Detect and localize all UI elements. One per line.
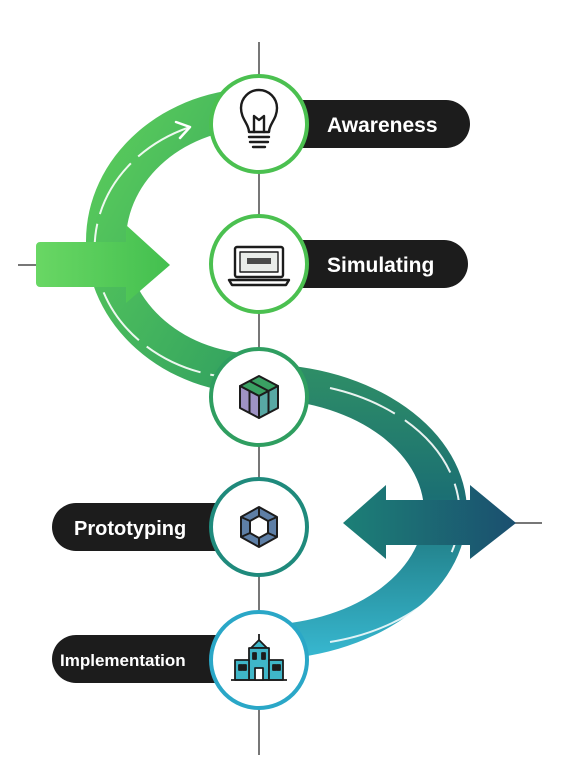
label-implementation: Implementation: [60, 651, 186, 670]
node-awareness: [209, 74, 309, 174]
node-cube: [209, 347, 309, 447]
pill-simulating: Simulating: [278, 240, 468, 288]
cube-icon: [239, 375, 279, 419]
left-arrow: [36, 225, 170, 303]
node-prototyping: [209, 477, 309, 577]
lightbulb-icon: [239, 88, 279, 149]
pill-implementation: Implementation: [52, 635, 250, 683]
label-prototyping: Prototyping: [74, 518, 186, 540]
upper-guide-arrowhead: [174, 120, 192, 140]
hexagon-ring-icon: [240, 506, 278, 548]
label-awareness: Awareness: [327, 114, 438, 137]
node-simulating: [209, 214, 309, 314]
label-simulating: Simulating: [327, 254, 434, 277]
building-icon: [231, 634, 287, 681]
pill-prototyping: Prototyping: [52, 503, 250, 551]
lower-arc-guide-2: [329, 589, 441, 643]
lower-arc-band: [259, 364, 467, 660]
laptop-icon: [227, 245, 291, 287]
double-arrow: [343, 485, 516, 559]
node-implementation: [209, 610, 309, 710]
pill-awareness: Awareness: [278, 100, 470, 148]
